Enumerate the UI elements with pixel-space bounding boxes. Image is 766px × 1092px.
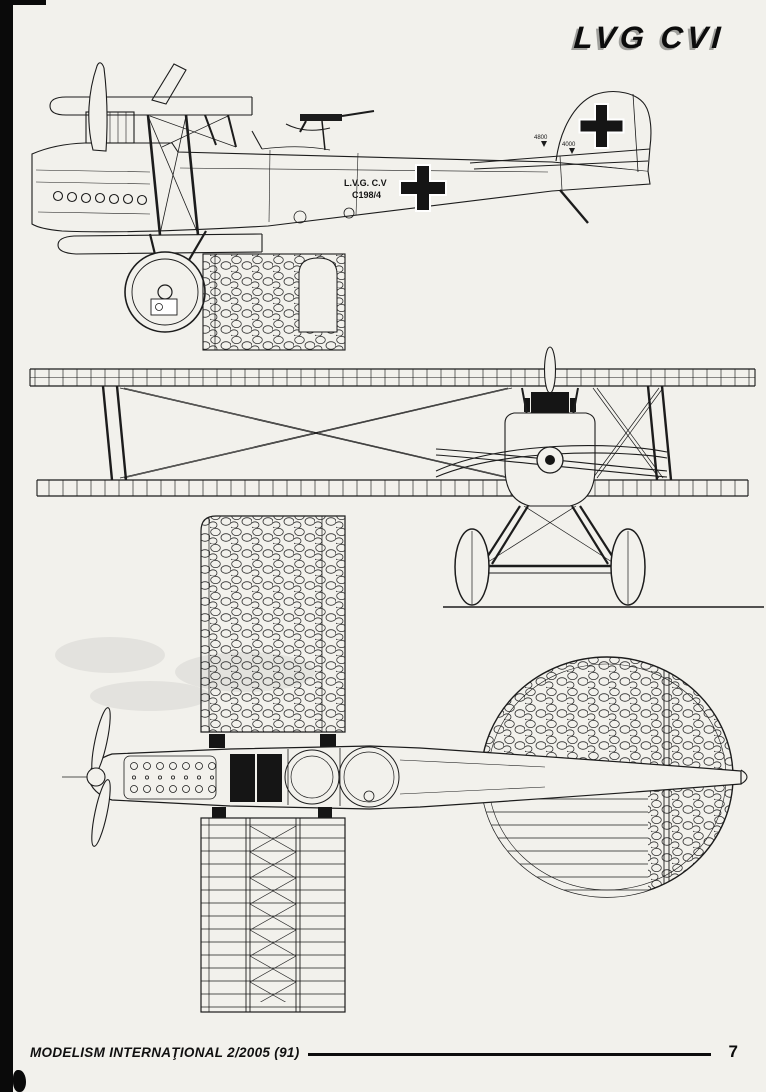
front-lower-wing <box>36 479 749 497</box>
tail-cross-insignia <box>578 103 625 149</box>
datum-label-1: 4800 <box>534 135 548 141</box>
plan-lower-wing-panel <box>200 807 346 1013</box>
radiator-cutout <box>298 257 338 333</box>
wing-root-fitting-right <box>320 734 336 748</box>
front-upper-wing <box>29 368 756 387</box>
side-engine-louvers <box>35 169 151 215</box>
plan-cockpits <box>284 746 400 808</box>
front-bracing-wires <box>119 387 664 479</box>
scan-edge-top <box>0 0 46 5</box>
footer: MODELISM INTERNAŢIONAL 2/2005 (91) 7 <box>30 1042 738 1062</box>
wing-centre-section-panel <box>202 253 346 351</box>
front-landing-gear <box>454 505 646 606</box>
side-wheel <box>124 251 206 333</box>
front-propeller-upper-blade <box>543 346 557 394</box>
plan-upper-wing-panel <box>200 515 346 733</box>
front-view <box>29 346 764 608</box>
scan-edge-bar <box>0 0 13 1092</box>
side-propeller-blade <box>88 62 108 152</box>
side-interplane-struts <box>146 114 237 236</box>
front-interplane-struts <box>101 385 673 481</box>
side-machine-gun <box>285 110 375 151</box>
side-lower-wing <box>57 233 263 255</box>
footer-text: MODELISM INTERNAŢIONAL 2/2005 (91) <box>30 1044 300 1060</box>
datum-label-2: 4000 <box>562 142 576 148</box>
side-exhaust-stack <box>151 63 187 105</box>
plan-fuel-tank <box>230 754 282 802</box>
gunner-ring <box>338 746 400 808</box>
plan-view <box>62 515 748 1013</box>
fuselage-serial: C198/4 <box>352 190 381 200</box>
plan-propeller <box>62 707 111 847</box>
side-tail <box>469 91 652 224</box>
side-landing-gear <box>124 230 207 333</box>
footer-rule <box>307 1052 711 1056</box>
plan-engine <box>123 755 217 800</box>
side-view: L.V.G. C.V C198/4 4800 4000 <box>31 62 652 351</box>
rudder-tip <box>740 769 748 785</box>
fuselage-cross-insignia <box>399 164 447 212</box>
fuselage-designation: L.V.G. C.V <box>344 178 387 188</box>
side-cockpit <box>251 130 359 224</box>
side-upper-wing <box>49 96 252 116</box>
page-number: 7 <box>728 1042 738 1061</box>
datum-marks: 4800 4000 <box>534 135 576 154</box>
side-tail-skid <box>559 189 589 224</box>
scan-artifact <box>13 1070 26 1092</box>
wing-root-fitting-left <box>209 734 225 748</box>
side-fuselage <box>31 142 651 233</box>
